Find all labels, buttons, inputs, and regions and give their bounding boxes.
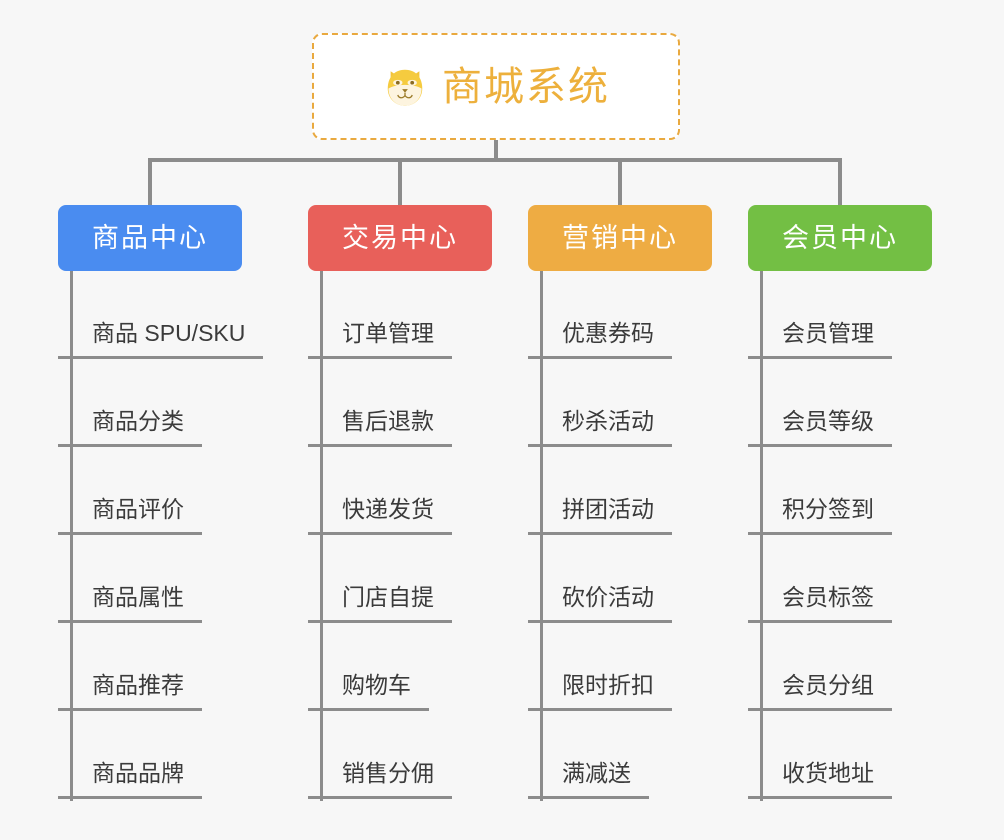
leaf-label: 商品 SPU/SKU bbox=[58, 322, 264, 359]
connector-drop-1 bbox=[398, 158, 402, 205]
leaf-label: 限时折扣 bbox=[528, 674, 672, 711]
column-0: 商品中心商品 SPU/SKU 商品分类商品评价商品属性商品推荐商品品牌 bbox=[58, 205, 264, 801]
leaf-label: 售后退款 bbox=[308, 410, 452, 447]
leaf-label: 积分签到 bbox=[748, 498, 892, 535]
leaf-label: 商品推荐 bbox=[58, 674, 202, 711]
category-label: 商品中心 bbox=[92, 222, 208, 253]
column-spine-0 bbox=[70, 271, 73, 801]
column-3: 会员中心会员管理会员等级积分签到会员标签会员分组收货地址 bbox=[748, 205, 932, 801]
leaf-item[interactable]: 购物车 bbox=[308, 623, 492, 711]
leaf-item[interactable]: 积分签到 bbox=[748, 447, 932, 535]
column-2: 营销中心优惠券码秒杀活动拼团活动砍价活动限时折扣满减送 bbox=[528, 205, 712, 801]
connector-horizontal-bus bbox=[150, 158, 842, 162]
leaf-item[interactable]: 满减送 bbox=[528, 711, 712, 799]
leaf-label: 商品品牌 bbox=[58, 762, 202, 799]
leaf-item[interactable]: 商品品牌 bbox=[58, 711, 242, 799]
leaf-item[interactable]: 快递发货 bbox=[308, 447, 492, 535]
column-spine-1 bbox=[320, 271, 323, 801]
column-spine-2 bbox=[540, 271, 543, 801]
category-label: 会员中心 bbox=[782, 222, 898, 253]
category-box-3[interactable]: 会员中心 bbox=[748, 205, 932, 271]
root-title: 商城系统 bbox=[442, 64, 610, 109]
leaf-label: 拼团活动 bbox=[528, 498, 672, 535]
leaf-item[interactable]: 拼团活动 bbox=[528, 447, 712, 535]
leaf-item[interactable]: 售后退款 bbox=[308, 359, 492, 447]
leaf-label: 商品属性 bbox=[58, 586, 202, 623]
leaf-item[interactable]: 秒杀活动 bbox=[528, 359, 712, 447]
leaf-item[interactable]: 商品属性 bbox=[58, 535, 242, 623]
leaf-label: 会员分组 bbox=[748, 674, 892, 711]
leaf-label: 快递发货 bbox=[308, 498, 452, 535]
leaf-item[interactable]: 收货地址 bbox=[748, 711, 932, 799]
leaf-item[interactable]: 门店自提 bbox=[308, 535, 492, 623]
shiba-dog-face-icon bbox=[387, 69, 423, 106]
leaf-label: 秒杀活动 bbox=[528, 410, 672, 447]
column-1: 交易中心订单管理售后退款快递发货门店自提购物车销售分佣 bbox=[308, 205, 492, 801]
category-box-0[interactable]: 商品中心 bbox=[58, 205, 242, 271]
leaf-item[interactable]: 会员管理 bbox=[748, 271, 932, 359]
leaf-label: 订单管理 bbox=[308, 322, 452, 359]
root-node[interactable]: 商城系统 bbox=[312, 33, 680, 140]
leaf-list-2: 优惠券码秒杀活动拼团活动砍价活动限时折扣满减送 bbox=[528, 271, 712, 799]
category-box-2[interactable]: 营销中心 bbox=[528, 205, 712, 271]
leaf-label: 门店自提 bbox=[308, 586, 452, 623]
leaf-item[interactable]: 砍价活动 bbox=[528, 535, 712, 623]
leaf-label: 购物车 bbox=[308, 674, 429, 711]
connector-root-stem bbox=[494, 140, 498, 161]
leaf-label: 优惠券码 bbox=[528, 322, 672, 359]
category-label: 交易中心 bbox=[342, 222, 458, 253]
leaf-label: 会员等级 bbox=[748, 410, 892, 447]
leaf-item[interactable]: 会员分组 bbox=[748, 623, 932, 711]
leaf-list-3: 会员管理会员等级积分签到会员标签会员分组收货地址 bbox=[748, 271, 932, 799]
connector-drop-2 bbox=[618, 158, 622, 205]
leaf-item[interactable]: 订单管理 bbox=[308, 271, 492, 359]
leaf-item[interactable]: 限时折扣 bbox=[528, 623, 712, 711]
leaf-list-1: 订单管理售后退款快递发货门店自提购物车销售分佣 bbox=[308, 271, 492, 799]
leaf-label: 收货地址 bbox=[748, 762, 892, 799]
category-box-1[interactable]: 交易中心 bbox=[308, 205, 492, 271]
leaf-label: 满减送 bbox=[528, 762, 649, 799]
leaf-item[interactable]: 商品推荐 bbox=[58, 623, 242, 711]
connector-drop-0 bbox=[148, 158, 152, 205]
leaf-item[interactable]: 销售分佣 bbox=[308, 711, 492, 799]
leaf-item[interactable]: 商品 SPU/SKU bbox=[58, 271, 264, 359]
leaf-item[interactable]: 会员等级 bbox=[748, 359, 932, 447]
leaf-list-0: 商品 SPU/SKU 商品分类商品评价商品属性商品推荐商品品牌 bbox=[58, 271, 264, 799]
leaf-item[interactable]: 商品分类 bbox=[58, 359, 242, 447]
category-label: 营销中心 bbox=[562, 222, 678, 253]
leaf-item[interactable]: 商品评价 bbox=[58, 447, 242, 535]
leaf-label: 会员管理 bbox=[748, 322, 892, 359]
connector-drop-3 bbox=[838, 158, 842, 205]
leaf-item[interactable]: 优惠券码 bbox=[528, 271, 712, 359]
leaf-label: 商品分类 bbox=[58, 410, 202, 447]
leaf-label: 销售分佣 bbox=[308, 762, 452, 799]
leaf-label: 会员标签 bbox=[748, 586, 892, 623]
column-spine-3 bbox=[760, 271, 763, 801]
leaf-item[interactable]: 会员标签 bbox=[748, 535, 932, 623]
leaf-label: 商品评价 bbox=[58, 498, 202, 535]
leaf-label: 砍价活动 bbox=[528, 586, 672, 623]
